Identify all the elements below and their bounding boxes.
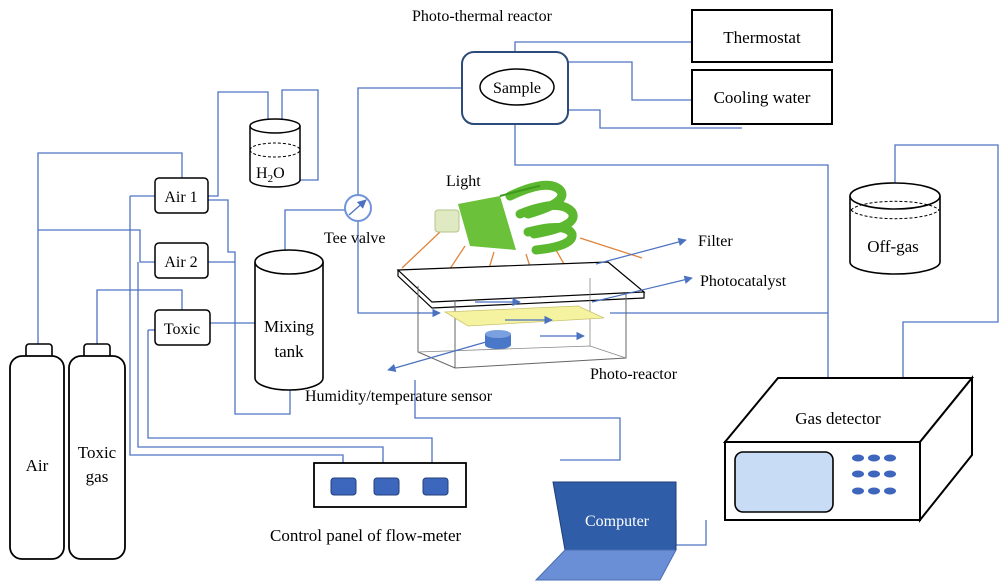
- water-jar: H2O: [249, 118, 301, 188]
- computer-label: Computer: [585, 513, 650, 530]
- tee-valve: Tee valve: [324, 194, 386, 247]
- filter-label: Filter: [698, 233, 733, 250]
- tee-valve-label: Tee valve: [324, 230, 386, 247]
- h2o-label-o: O: [273, 165, 285, 182]
- flow-knob-1: [330, 477, 357, 496]
- air-cylinder-label: Air: [26, 456, 49, 475]
- mixing-tank-label-line2: tank: [274, 342, 304, 361]
- control-panel: [313, 462, 467, 508]
- light-label: Light: [446, 173, 481, 190]
- h2o-label-sub: 2: [268, 173, 274, 185]
- thermostat-label: Thermostat: [723, 28, 801, 47]
- flow-meter-toxic: Toxic: [154, 309, 211, 346]
- thermostat-box: Thermostat: [691, 9, 833, 63]
- photo-thermal-reactor-label: Photo-thermal reactor: [412, 8, 553, 25]
- toxic-gas-cylinder: Toxic gas: [68, 343, 126, 560]
- photo-reactor-label: Photo-reactor: [590, 366, 678, 383]
- flow-knob-3: [422, 477, 449, 496]
- toxic-meter-label: Toxic: [164, 321, 200, 338]
- detector-screen: [734, 451, 834, 513]
- photocatalyst-label: Photocatalyst: [700, 273, 787, 290]
- flow-meter-air1: Air 1: [154, 177, 209, 214]
- mixing-tank-label-line1: Mixing: [264, 317, 315, 336]
- light-bulb-icon: [434, 180, 578, 255]
- svg-text:H2O: H2O: [256, 165, 285, 185]
- detector-buttons: [852, 454, 896, 495]
- sample-label: Sample: [493, 80, 541, 97]
- toxic-cylinder-label-line2: gas: [86, 467, 109, 486]
- off-gas-jar: Off-gas: [849, 182, 941, 275]
- computer-laptop: Computer: [534, 481, 677, 581]
- flow-knob-2: [373, 477, 400, 496]
- reactor-flow-arrows: [418, 297, 585, 341]
- photo-thermal-reactor: Sample: [461, 51, 569, 125]
- flow-meter-air2: Air 2: [154, 242, 209, 279]
- toxic-cylinder-label-line1: Toxic: [78, 443, 117, 462]
- air1-label: Air 1: [164, 189, 197, 206]
- photo-reactor: [396, 261, 646, 369]
- gas-detector: Gas detector: [722, 375, 975, 523]
- control-panel-label: Control panel of flow-meter: [270, 526, 462, 545]
- air2-label: Air 2: [164, 254, 197, 271]
- callout-arrows: [387, 237, 693, 372]
- cooling-water-label: Cooling water: [714, 88, 811, 107]
- cooling-water-box: Cooling water: [691, 69, 833, 125]
- mixing-tank: Mixing tank: [254, 249, 324, 391]
- off-gas-label: Off-gas: [867, 237, 919, 256]
- air-cylinder: Air: [9, 343, 65, 560]
- humidity-sensor-label: Humidity/temperature sensor: [305, 388, 493, 405]
- gas-detector-label: Gas detector: [795, 409, 881, 428]
- h2o-label-h: H: [256, 165, 268, 182]
